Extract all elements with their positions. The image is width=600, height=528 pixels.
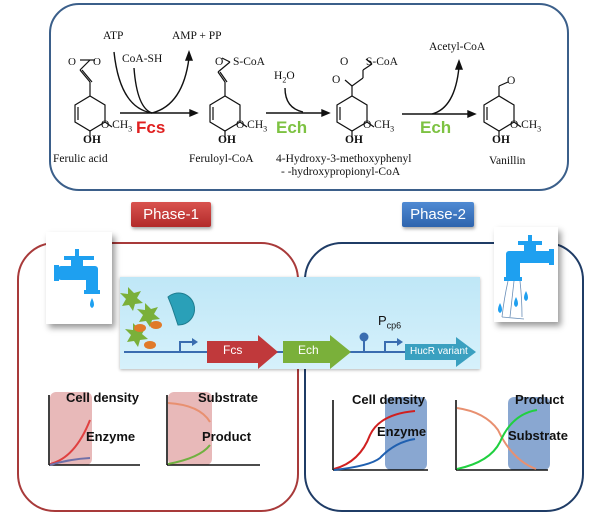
operon-construct: Fcs Ech HucR variant Pcp6: [120, 277, 480, 369]
reaction-arrow-step2: [266, 87, 331, 118]
gene-ech-label: Ech: [298, 343, 319, 357]
dripping-tap-icon: [54, 249, 100, 308]
gene-hucr-variant: [405, 337, 476, 367]
vanillin-structure: [483, 81, 522, 138]
phase1-product-curve: [167, 444, 211, 465]
gene-ech: [283, 335, 351, 369]
phase2-substrate-curve: [456, 407, 537, 470]
product-blob-icon: [144, 341, 156, 349]
methoxy-label-2: O CH3: [236, 119, 268, 134]
phase-2-panel: [304, 242, 584, 512]
phase-2-badge: Phase-2: [402, 202, 474, 227]
gene-fcs: [207, 335, 278, 369]
phase1-conversion-highlight: [168, 392, 212, 465]
hydroxyl-label-3: OH: [345, 134, 363, 146]
methoxy-label-4: O CH3: [510, 119, 542, 134]
carboxyl-o-label: O: [68, 56, 76, 68]
s-coa-label-1: S-CoA: [233, 56, 265, 68]
compound-ferulic-acid: Ferulic acid: [53, 153, 108, 165]
phase1-substrate-label: Substrate: [198, 390, 258, 405]
vanillin-o-label: O: [507, 75, 516, 87]
compound-vanillin: Vanillin: [489, 155, 526, 167]
carboxyl-oh-label: O: [93, 56, 101, 68]
intermediate-hydroxy-o-label: O: [332, 74, 341, 86]
promoter-pcp6-arrow-icon: [384, 341, 397, 352]
phase1-growth-graph: [48, 392, 140, 466]
phase1-conversion-graph: [166, 392, 260, 466]
phase2-conversion-highlight: [508, 397, 550, 470]
phase2-substrate-label: Substrate: [508, 428, 568, 443]
flowing-tap-icon: [498, 235, 554, 320]
phase1-cell-density-curve: [49, 419, 91, 465]
feruloyl-coa-structure: [209, 57, 248, 138]
phase1-product-label: Product: [202, 429, 252, 444]
phase1-growth-highlight: [50, 392, 92, 465]
phase2-product-label: Product: [515, 392, 565, 407]
hydroxypropionyl-coa-structure: [336, 58, 375, 138]
promoter-pcp6-label: Pcp6: [378, 313, 402, 331]
gene-hucr-label: HucR variant: [410, 346, 468, 357]
phase1-enzyme-label: Enzyme: [86, 429, 136, 444]
phase1-cell-density-label: Cell density: [66, 390, 139, 405]
phase1-substrate-curve: [167, 402, 211, 423]
phase2-cell-density-label: Cell density: [352, 392, 425, 407]
operon-graphic: [120, 287, 476, 369]
product-blob-icon: [134, 324, 146, 332]
enzyme-ech-label-2: Ech: [420, 118, 452, 137]
phase1-enzyme-curve: [49, 457, 91, 466]
phase-1-badge: Phase-1: [131, 202, 211, 227]
phase2-enzyme-curve: [333, 438, 416, 471]
reaction-arrow-step1: [113, 50, 199, 118]
methoxy-label-3: O CH3: [363, 119, 395, 134]
regulator-protein-icon: [167, 292, 196, 326]
terminator-icon: [359, 332, 369, 342]
substrate-star-icon: [137, 303, 160, 327]
ferulic-acid-structure: [74, 59, 113, 138]
product-blob-icon: [150, 321, 162, 329]
dripping-tap-card: [46, 232, 112, 324]
intermediate-o-label: O: [340, 56, 349, 68]
phase2-growth-graph: [332, 397, 428, 471]
reaction-scheme: [74, 50, 522, 138]
flowing-tap-card: [494, 227, 558, 322]
reaction-arrow-step3: [402, 59, 477, 119]
phase-1-panel: [17, 242, 299, 512]
s-coa-label-2: S-CoA: [366, 56, 398, 68]
enzyme-fcs-label: Fcs: [136, 118, 166, 137]
hydroxyl-label-4: OH: [492, 134, 510, 146]
promoter-arrow-icon: [179, 341, 192, 352]
amp-pp-label: AMP + PP: [172, 30, 222, 42]
coa-sh-label: CoA-SH: [122, 53, 163, 65]
phase-graphs: [48, 392, 550, 471]
compound-feruloyl-coa: Feruloyl-CoA: [189, 153, 254, 165]
hydroxyl-label-1: OH: [83, 134, 101, 146]
acetyl-coa-label: Acetyl-CoA: [429, 41, 486, 53]
methoxy-label-1: O CH3: [101, 119, 133, 134]
atp-label: ATP: [103, 30, 124, 42]
phase2-conversion-graph: [455, 397, 550, 471]
reaction-pathway-panel: [49, 3, 569, 191]
substrate-star-icon: [120, 287, 143, 311]
phase2-cell-density-curve: [333, 410, 416, 470]
feruloyl-o-label: O: [215, 56, 224, 68]
hydroxyl-label-2: OH: [218, 134, 236, 146]
phase2-product-curve: [456, 409, 538, 470]
compound-intermediate-line1: 4-Hydroxy-3-methoxyphenyl: [276, 153, 412, 165]
compound-intermediate-line2: - -hydroxypropionyl-CoA: [281, 166, 401, 178]
phase2-enzyme-label: Enzyme: [377, 424, 427, 439]
enzyme-ech-label-1: Ech: [276, 118, 308, 137]
water-label: H2O: [274, 70, 295, 85]
gene-fcs-label: Fcs: [223, 343, 243, 357]
